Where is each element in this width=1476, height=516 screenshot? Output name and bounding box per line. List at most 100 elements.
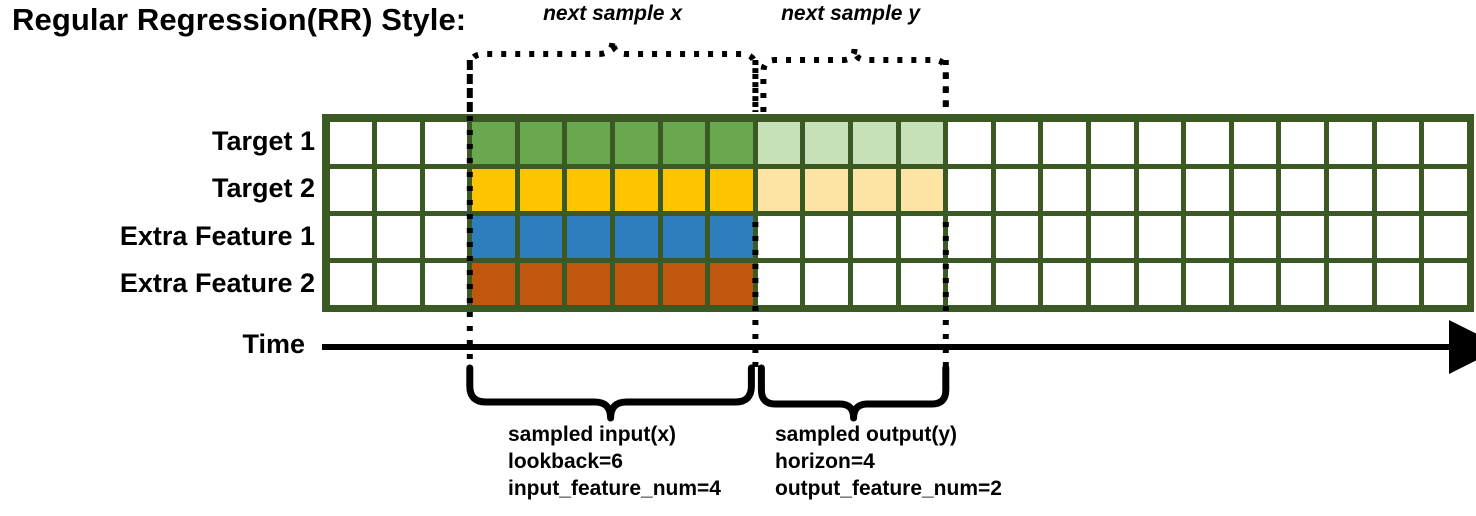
sampled-input-featnum: input_feature_num=4 bbox=[508, 477, 721, 500]
grid-cell-output bbox=[757, 168, 801, 211]
grid-cell-input bbox=[519, 168, 563, 211]
sampled-input-caption: sampled input(x) lookback=6 input_featur… bbox=[508, 421, 721, 502]
grid-cell-input bbox=[662, 215, 706, 258]
grid-cell-empty bbox=[1091, 215, 1134, 258]
row-label-target-2: Target 2 bbox=[211, 173, 315, 203]
grid-cell-empty bbox=[1424, 215, 1467, 258]
grid-cell-input bbox=[472, 215, 515, 258]
grid-cell-empty bbox=[1091, 262, 1134, 305]
grid-cell-empty bbox=[377, 262, 420, 305]
grid-cell-output bbox=[900, 121, 944, 164]
grid-cell-empty bbox=[424, 215, 468, 258]
grid-cell-input bbox=[615, 262, 658, 305]
grid-cell-input bbox=[472, 168, 515, 211]
grid-cell-output bbox=[853, 168, 896, 211]
grid-cell-empty bbox=[1376, 215, 1420, 258]
next-sample-x-label: next sample x bbox=[543, 2, 682, 25]
grid-cell-empty bbox=[1281, 168, 1324, 211]
grid-row bbox=[327, 213, 1469, 260]
grid-cell-empty bbox=[1186, 121, 1229, 164]
grid-cell-empty bbox=[995, 215, 1039, 258]
grid-cell-empty bbox=[1424, 121, 1467, 164]
grid-cell-input bbox=[710, 168, 753, 211]
grid-cell-empty bbox=[377, 121, 420, 164]
grid-cell-input bbox=[472, 262, 515, 305]
grid-cell-input bbox=[472, 121, 515, 164]
grid-cell-empty bbox=[424, 262, 468, 305]
grid-cell-input bbox=[615, 215, 658, 258]
grid-cell-input bbox=[567, 262, 611, 305]
page-title: Regular Regression(RR) Style: bbox=[12, 2, 467, 37]
grid-cell-input bbox=[710, 215, 753, 258]
grid-cell-input bbox=[567, 215, 611, 258]
grid-cell-input bbox=[662, 168, 706, 211]
grid-cell-input bbox=[710, 121, 753, 164]
grid-cell-empty bbox=[1281, 121, 1324, 164]
grid-cell-empty bbox=[995, 121, 1039, 164]
top-brace-next-sample-y bbox=[760, 47, 949, 112]
grid-cell-empty bbox=[805, 262, 849, 305]
grid-cell-input bbox=[567, 121, 611, 164]
grid-cell-empty bbox=[329, 168, 373, 211]
top-brace-next-sample-x bbox=[466, 39, 759, 112]
sampled-output-title: sampled output(y) bbox=[775, 423, 957, 446]
grid-cell-empty bbox=[1233, 121, 1277, 164]
next-sample-y-label: next sample y bbox=[781, 2, 920, 25]
grid-cell-empty bbox=[948, 121, 991, 164]
row-label-target-1: Target 1 bbox=[211, 126, 315, 156]
grid-cell-input bbox=[519, 215, 563, 258]
grid-cell-empty bbox=[1043, 121, 1086, 164]
grid-cell-empty bbox=[948, 168, 991, 211]
grid-cell-empty bbox=[329, 215, 373, 258]
row-label-extra-feature-1: Extra Feature 1 bbox=[119, 221, 315, 251]
grid-cell-empty bbox=[948, 215, 991, 258]
grid-cell-empty bbox=[1233, 168, 1277, 211]
sampled-output-horizon: horizon=4 bbox=[775, 450, 875, 473]
grid-cell-empty bbox=[1328, 215, 1372, 258]
grid-cell-input bbox=[710, 262, 753, 305]
grid-cell-output bbox=[853, 121, 896, 164]
grid-cell-empty bbox=[1138, 168, 1182, 211]
grid-cell-empty bbox=[757, 262, 801, 305]
grid-cell-empty bbox=[1376, 262, 1420, 305]
grid-cell-input bbox=[519, 121, 563, 164]
grid-cell-empty bbox=[1328, 262, 1372, 305]
sampled-input-title: sampled input(x) bbox=[508, 423, 677, 446]
grid-cell-empty bbox=[1091, 168, 1134, 211]
sampled-output-featnum: output_feature_num=2 bbox=[775, 477, 1002, 500]
grid-cell-empty bbox=[1233, 215, 1277, 258]
grid-cell-empty bbox=[1424, 262, 1467, 305]
grid-row bbox=[327, 260, 1469, 307]
grid-cell-empty bbox=[900, 215, 944, 258]
bottom-brace-sampled-output bbox=[757, 364, 950, 422]
row-label-extra-feature-2: Extra Feature 2 bbox=[119, 268, 315, 298]
bottom-brace-sampled-input bbox=[466, 364, 755, 422]
grid-cell-empty bbox=[377, 168, 420, 211]
grid-cell-input bbox=[662, 121, 706, 164]
grid-cell-empty bbox=[1043, 168, 1086, 211]
sampled-output-caption: sampled output(y) horizon=4 output_featu… bbox=[775, 421, 1002, 502]
grid-cell-input bbox=[567, 168, 611, 211]
grid-row bbox=[327, 119, 1469, 166]
grid-cell-input bbox=[519, 262, 563, 305]
grid-cell-empty bbox=[995, 262, 1039, 305]
grid-cell-input bbox=[615, 168, 658, 211]
grid-cell-empty bbox=[1233, 262, 1277, 305]
timeseries-grid bbox=[322, 114, 1475, 312]
grid-cell-input bbox=[662, 262, 706, 305]
grid-cell-empty bbox=[1138, 121, 1182, 164]
grid-cell-empty bbox=[1186, 215, 1229, 258]
grid-cell-empty bbox=[329, 262, 373, 305]
grid-cell-empty bbox=[1091, 121, 1134, 164]
grid-cell-empty bbox=[900, 262, 944, 305]
grid-cell-output bbox=[757, 121, 801, 164]
grid-cell-empty bbox=[1424, 168, 1467, 211]
grid-cell-empty bbox=[329, 121, 373, 164]
grid-cell-empty bbox=[1281, 262, 1324, 305]
grid-cell-empty bbox=[853, 215, 896, 258]
grid-cell-empty bbox=[1281, 215, 1324, 258]
grid-cell-empty bbox=[424, 168, 468, 211]
sampled-input-lookback: lookback=6 bbox=[508, 450, 623, 473]
grid-cell-empty bbox=[1186, 262, 1229, 305]
